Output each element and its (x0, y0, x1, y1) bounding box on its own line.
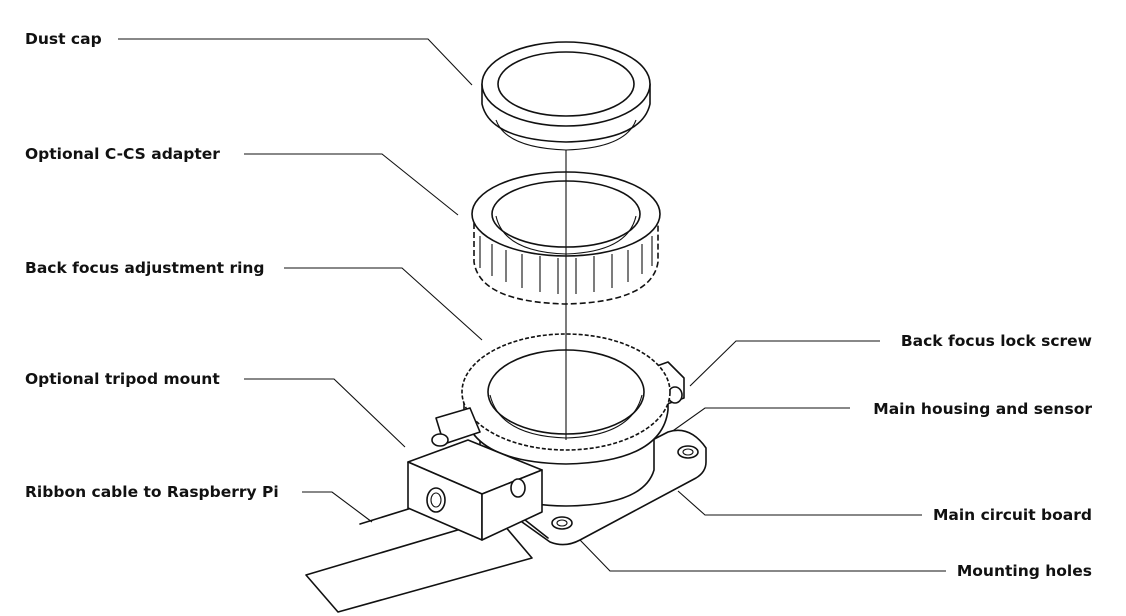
label-ribbon-cable: Ribbon cable to Raspberry Pi (25, 483, 279, 501)
leader-cs-adapter (244, 153, 459, 216)
leader-ribbon-cable (302, 491, 373, 523)
label-mounting-holes: Mounting holes (956, 562, 1092, 580)
dust-cap (481, 41, 651, 151)
label-focus-ring: Back focus adjustment ring (25, 259, 265, 277)
tripod-mount (407, 407, 543, 541)
leader-mounting-holes (579, 539, 946, 572)
leader-focus-ring (284, 267, 483, 341)
label-lock-screw: Back focus lock screw (900, 332, 1092, 350)
mounting-hole-icon (677, 445, 699, 459)
label-tripod-mount: Optional tripod mount (25, 370, 220, 388)
label-cs-adapter: Optional C-CS adapter (25, 145, 220, 163)
label-circuit-board: Main circuit board (932, 506, 1092, 524)
leader-circuit-board (677, 490, 922, 516)
leader-tripod-mount (244, 378, 406, 448)
leader-lock-screw (689, 340, 880, 387)
label-dust-cap: Dust cap (25, 30, 102, 48)
mounting-hole-icon (551, 516, 573, 530)
leader-dust-cap (118, 38, 473, 86)
leader-main-housing (659, 407, 850, 441)
leader-lines (118, 38, 946, 572)
label-main-housing: Main housing and sensor (873, 400, 1092, 418)
